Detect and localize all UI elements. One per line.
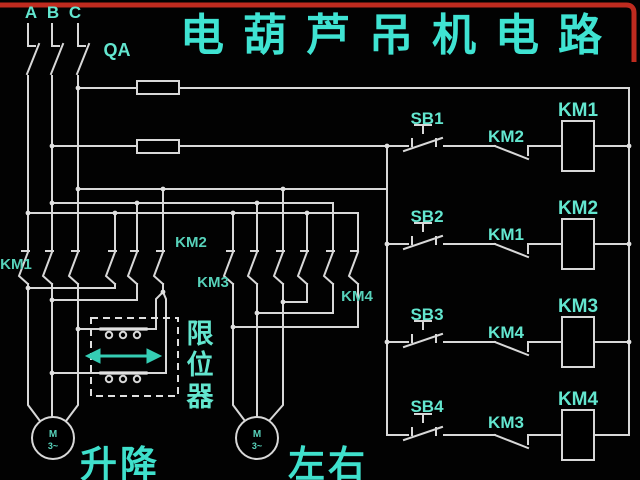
bus-lines (27, 188, 388, 251)
km2-coil-label: KM2 (558, 198, 598, 219)
limit-label-char3: 器 (186, 382, 215, 412)
hoist-motor-wiring (27, 283, 167, 423)
phase-b-label: B (47, 3, 59, 22)
phase-c-label: C (69, 3, 81, 22)
qa-switch-label: QA (104, 40, 131, 60)
km1-interlock-label: KM1 (488, 225, 524, 244)
phase-lines (25, 23, 91, 251)
pushbutton-symbols (402, 124, 444, 442)
km4-main-label: KM4 (341, 288, 373, 305)
circuit-wires (17, 23, 630, 450)
hoist-motor: M 3~ (31, 416, 75, 460)
km3-interlock-label: KM3 (488, 413, 524, 432)
limit-label-char2: 位 (187, 349, 214, 380)
fuse-1 (136, 80, 180, 95)
junction-dots (25, 85, 632, 376)
hoist-motor-phase: 3~ (48, 441, 58, 451)
km4-interlock-label: KM4 (488, 323, 524, 342)
fuse-2 (136, 139, 180, 154)
feeder-lines (51, 87, 630, 436)
km2-interlock-label: KM2 (488, 127, 524, 146)
travel-label: 左右 (288, 444, 368, 480)
sb4-label: SB4 (410, 397, 444, 416)
coil-km2 (561, 218, 595, 270)
travel-motor: M 3~ (235, 416, 279, 460)
travel-motor-symbol: M (253, 429, 261, 440)
main-contacts (17, 250, 360, 286)
limit-label-char1: 限 (187, 319, 214, 349)
km1-main-label: KM1 (0, 256, 32, 273)
limit-switch-contacts (99, 327, 148, 384)
coil-km1 (561, 120, 595, 172)
page-title: 电葫芦吊机电路 (180, 11, 621, 60)
control-rungs (386, 144, 630, 450)
km3-coil-label: KM3 (558, 296, 598, 317)
coil-km4 (561, 409, 595, 461)
travel-motor-wiring (232, 283, 359, 423)
km2-main-label: KM2 (175, 234, 207, 251)
hoist-motor-symbol: M (49, 429, 57, 440)
sb3-label: SB3 (410, 305, 443, 324)
hoist-label: 升降 (80, 444, 160, 480)
sb2-label: SB2 (410, 207, 443, 226)
km3-main-label: KM3 (197, 274, 229, 291)
km4-coil-label: KM4 (558, 389, 599, 410)
sb1-label: SB1 (410, 109, 443, 128)
km1-coil-label: KM1 (558, 100, 599, 121)
phase-a-label: A (25, 3, 37, 22)
coil-km3 (561, 316, 595, 368)
red-frame (0, 2, 637, 62)
travel-direction-arrow (84, 348, 163, 364)
travel-motor-phase: 3~ (252, 441, 262, 451)
